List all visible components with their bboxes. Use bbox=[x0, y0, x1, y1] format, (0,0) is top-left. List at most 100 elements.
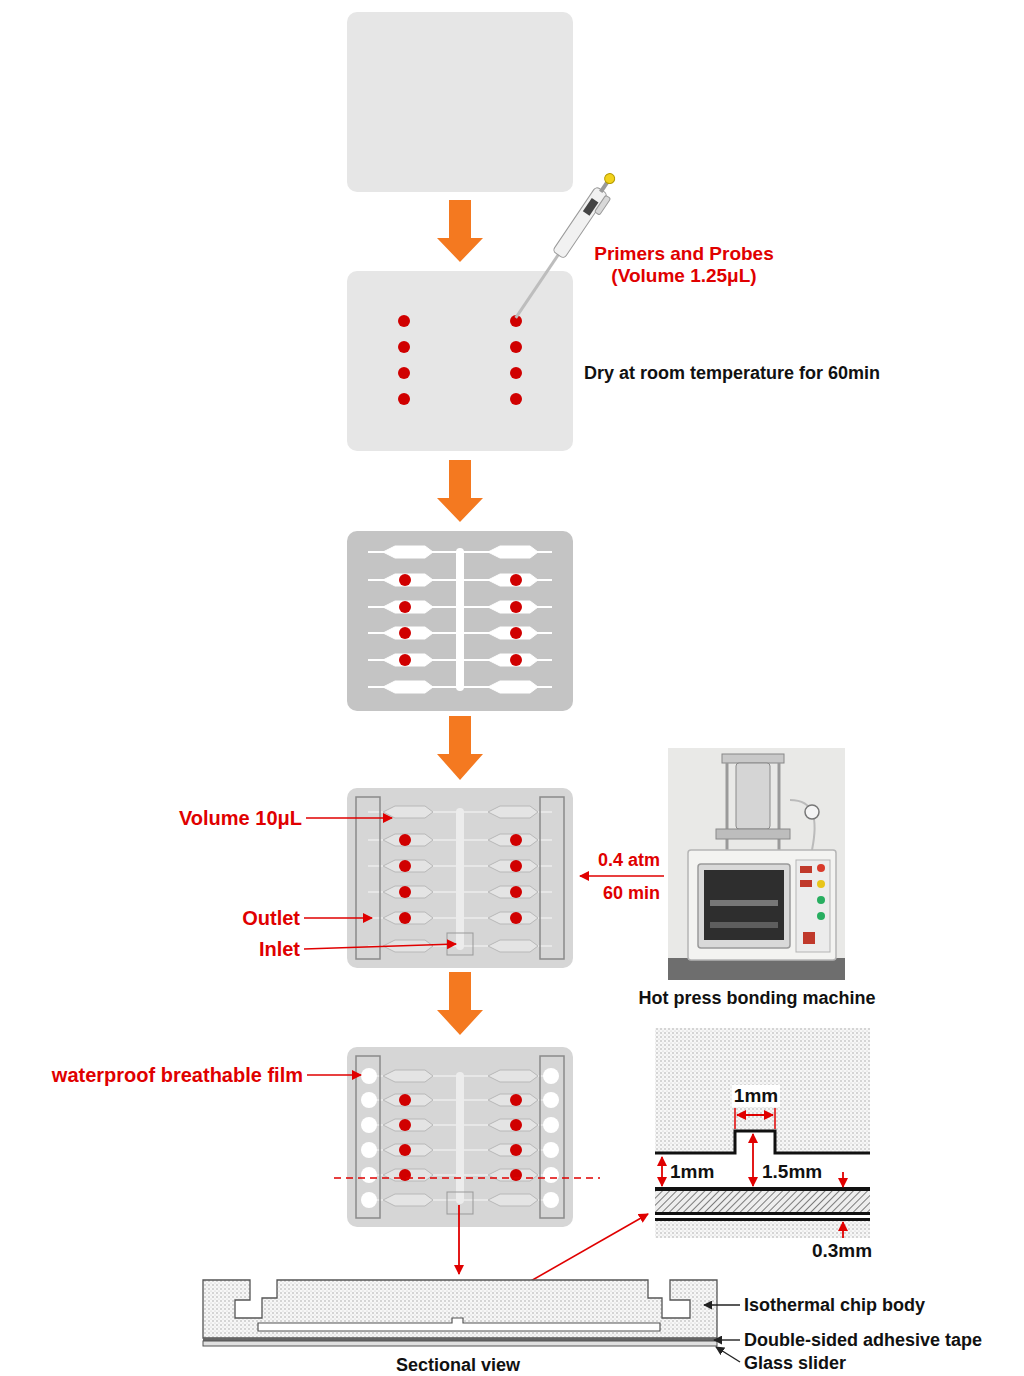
step-note: Dry at room temperature for 60min bbox=[584, 363, 880, 384]
reagent-dot bbox=[399, 834, 411, 846]
part-leader bbox=[716, 1347, 740, 1362]
reagent-dot bbox=[510, 834, 522, 846]
reagent-dot bbox=[510, 886, 522, 898]
port-label: Outlet bbox=[242, 907, 300, 930]
inlet-port bbox=[447, 1192, 473, 1214]
reaction-chamber bbox=[488, 546, 538, 558]
breathable-film bbox=[361, 1092, 377, 1108]
reagent-dot bbox=[399, 1119, 411, 1131]
breathable-film bbox=[543, 1068, 559, 1084]
reaction-chamber bbox=[488, 940, 538, 952]
dimension-label: 1.5mm bbox=[760, 1161, 824, 1183]
reaction-chamber bbox=[383, 574, 433, 586]
reagent-dot bbox=[399, 1094, 411, 1106]
breathable-film bbox=[543, 1142, 559, 1158]
breathable-film bbox=[361, 1117, 377, 1133]
view-caption: Sectional view bbox=[396, 1355, 520, 1376]
reagent-dot bbox=[510, 574, 522, 586]
reaction-chamber bbox=[488, 1070, 538, 1082]
reaction-chamber bbox=[383, 834, 433, 846]
reagent-dot bbox=[510, 912, 522, 924]
indicator-lamp bbox=[817, 896, 825, 904]
port-label: Inlet bbox=[259, 938, 300, 961]
process-arrow bbox=[437, 460, 483, 522]
window-shelf bbox=[710, 922, 778, 928]
breathable-film bbox=[543, 1167, 559, 1183]
reaction-chamber bbox=[383, 654, 433, 666]
reagent-dot bbox=[399, 627, 411, 639]
reaction-chamber bbox=[383, 806, 433, 818]
dimension-arrow bbox=[842, 1172, 844, 1187]
reagent-dot bbox=[398, 315, 410, 327]
outlet-strip bbox=[356, 797, 380, 959]
reaction-chamber bbox=[488, 1194, 538, 1206]
reaction-chamber bbox=[488, 681, 538, 693]
reagent-dot bbox=[510, 1144, 522, 1156]
reaction-chamber bbox=[488, 912, 538, 924]
photo-floor bbox=[668, 958, 845, 980]
pressure-label: 0.4 atm bbox=[598, 850, 660, 871]
part-leader bbox=[714, 1339, 740, 1340]
inset-body-edge bbox=[655, 1131, 870, 1153]
reagent-dot bbox=[510, 1094, 522, 1106]
pipette-hook bbox=[595, 195, 611, 215]
breathable-film bbox=[361, 1192, 377, 1208]
dimension-tick bbox=[734, 1108, 736, 1129]
volume-label: Volume 10μL bbox=[179, 807, 302, 830]
reaction-chamber bbox=[383, 1144, 433, 1156]
dimension-label: 1mm bbox=[732, 1085, 780, 1107]
leader-arrow bbox=[304, 944, 456, 949]
reaction-chamber bbox=[383, 1169, 433, 1181]
central-channel bbox=[456, 548, 464, 691]
inset-ground bbox=[655, 1028, 870, 1238]
reaction-chamber bbox=[488, 1144, 538, 1156]
dimension-arrow bbox=[752, 1134, 754, 1186]
press-base-plate bbox=[716, 829, 790, 839]
chip-panel bbox=[347, 271, 573, 451]
photo-background bbox=[668, 748, 845, 980]
reagent-dot bbox=[510, 341, 522, 353]
part-leader bbox=[704, 1304, 740, 1305]
reagent-dot bbox=[399, 1144, 411, 1156]
inset-glass bbox=[655, 1221, 870, 1238]
dimension-arrow bbox=[661, 1157, 663, 1186]
reagent-dot bbox=[399, 601, 411, 613]
process-arrow bbox=[437, 200, 483, 262]
dimension-label: 1mm bbox=[668, 1161, 716, 1183]
reaction-chamber bbox=[383, 1070, 433, 1082]
dimension-tick bbox=[774, 1108, 776, 1129]
press-cylinder bbox=[736, 763, 770, 829]
outlet-strip bbox=[540, 797, 564, 959]
reaction-chamber bbox=[383, 860, 433, 872]
chip-panel bbox=[347, 788, 573, 968]
reaction-chamber bbox=[488, 834, 538, 846]
film-label: waterproof breathable film bbox=[52, 1064, 303, 1087]
reagent-dot bbox=[399, 886, 411, 898]
reagent-dot bbox=[510, 367, 522, 379]
inset-tape bbox=[655, 1191, 870, 1212]
inset-chip-body bbox=[655, 1028, 870, 1153]
pressure-gauge bbox=[805, 805, 819, 819]
window-shelf bbox=[710, 900, 778, 906]
reagent-dot bbox=[399, 860, 411, 872]
chamber-cavity bbox=[258, 1318, 660, 1331]
reaction-chamber bbox=[488, 1094, 538, 1106]
pressure-arrow bbox=[580, 875, 664, 877]
reagent-dot bbox=[399, 912, 411, 924]
inset-tape-edge bbox=[655, 1187, 870, 1191]
dimension-arrow bbox=[737, 1114, 773, 1116]
reaction-chamber bbox=[383, 601, 433, 613]
display-led bbox=[800, 880, 812, 887]
breathable-film bbox=[361, 1142, 377, 1158]
breathable-film bbox=[543, 1092, 559, 1108]
reagent-note: Primers and Probes (Volume 1.25μL) bbox=[584, 243, 784, 287]
reagent-dot bbox=[510, 601, 522, 613]
indicator-lamp bbox=[817, 864, 825, 872]
reagent-dot bbox=[510, 1119, 522, 1131]
reagent-dot bbox=[510, 654, 522, 666]
glass-section bbox=[203, 1341, 717, 1346]
pipette-tip bbox=[516, 253, 560, 318]
time-label: 60 min bbox=[603, 883, 660, 904]
process-arrow bbox=[437, 716, 483, 780]
